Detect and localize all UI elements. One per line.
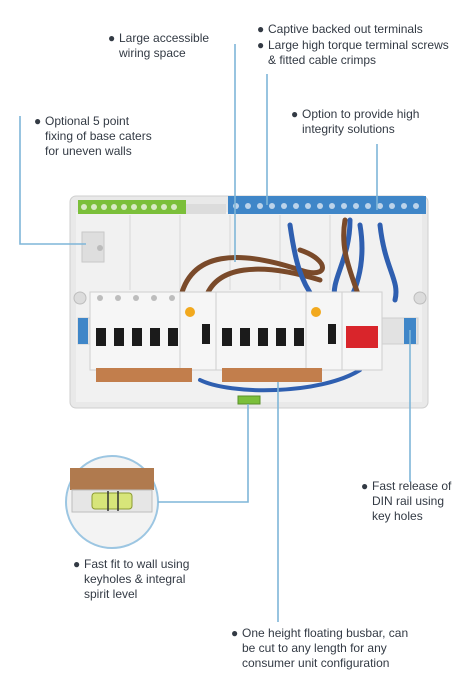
- bullet-icon: ●: [291, 107, 299, 121]
- callout-line: key holes: [372, 509, 423, 523]
- callout-wiring-space: ● Large accessible wiring space: [108, 31, 210, 61]
- callout-line: fixing of base caters: [45, 129, 152, 143]
- callout-line: Optional 5 point: [45, 114, 130, 128]
- callout-line: for uneven walls: [45, 144, 132, 158]
- callout-fixing-base: ● Optional 5 point fixing of base caters…: [34, 114, 152, 159]
- callout-line: consumer unit configuration: [242, 656, 390, 670]
- callout-line: wiring space: [119, 46, 186, 60]
- bullet-icon: ●: [34, 114, 42, 128]
- callout-din-release: ● Fast release of DIN rail using key hol…: [361, 479, 452, 524]
- callout-line: spirit level: [84, 587, 138, 601]
- spirit-level-icon: [65, 455, 159, 549]
- callout-line: Large high torque terminal screws: [268, 38, 449, 52]
- breakers-right: [215, 291, 343, 371]
- main-switch: [341, 291, 383, 371]
- callout-captive-terminals: ● Captive backed out terminals: [257, 22, 423, 37]
- leader-lines: [19, 44, 411, 622]
- callout-busbar: ● One height floating busbar, can be cut…: [231, 626, 409, 671]
- callout-line: Fast fit to wall using: [84, 557, 190, 571]
- bullet-icon: ●: [257, 38, 265, 52]
- callout-line: & fitted cable crimps: [268, 53, 377, 67]
- callout-line: DIN rail using: [372, 494, 445, 508]
- earth-terminal-bar: [228, 196, 426, 214]
- bullet-icon: ●: [73, 557, 81, 571]
- busbars: [96, 368, 322, 382]
- callout-line: Large accessible: [119, 31, 210, 45]
- callout-spirit-level: ● Fast fit to wall using keyholes & inte…: [73, 557, 190, 602]
- neutral-terminal-bar: [78, 200, 226, 214]
- callout-line: integrity solutions: [302, 122, 395, 136]
- callout-line: One height floating busbar, can: [242, 626, 409, 640]
- breakers-left: [89, 291, 217, 371]
- callout-line: keyholes & integral: [84, 572, 186, 586]
- callout-line: Option to provide high: [302, 107, 420, 121]
- callout-line: Captive backed out terminals: [268, 22, 423, 36]
- bullet-icon: ●: [361, 479, 369, 493]
- callout-line: Fast release of: [372, 479, 452, 493]
- bullet-icon: ●: [108, 31, 116, 45]
- callout-high-integrity: ● Option to provide high integrity solut…: [291, 107, 420, 137]
- bullet-icon: ●: [257, 22, 265, 36]
- bullet-icon: ●: [231, 626, 239, 640]
- callout-terminal-screws: ● Large high torque terminal screws & fi…: [257, 38, 449, 68]
- callout-line: be cut to any length for any: [242, 641, 387, 655]
